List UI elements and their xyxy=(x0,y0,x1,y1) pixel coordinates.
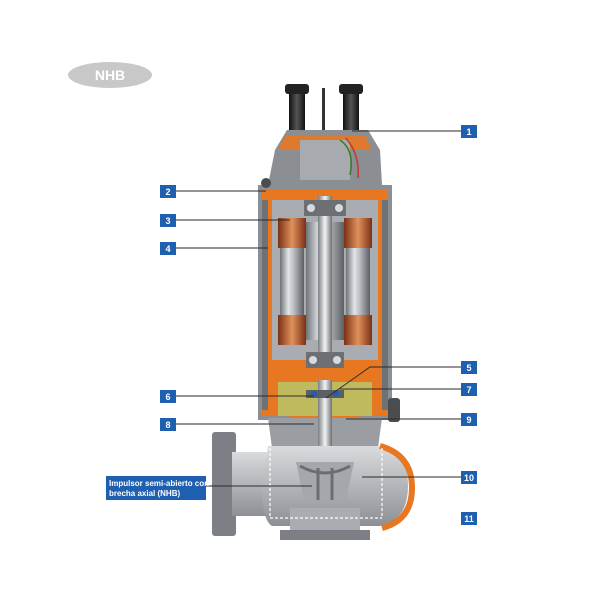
callout-3: 3 xyxy=(160,214,176,227)
callout-labels: 1 2 3 4 5 6 7 8 9 10 11 xyxy=(160,125,477,525)
callout-box-3 xyxy=(160,214,176,227)
callout-box-7 xyxy=(461,383,477,396)
callout-number-3: 3 xyxy=(165,216,170,226)
caption-line-1: Impulsor semi-abierto con xyxy=(109,479,209,488)
callout-number-9: 9 xyxy=(466,415,471,425)
callout-number-2: 2 xyxy=(165,187,170,197)
callout-box-5 xyxy=(461,361,477,374)
callout-1: 1 xyxy=(461,125,477,138)
callout-11: 11 xyxy=(461,512,477,525)
stator-winding-top-right xyxy=(344,218,372,248)
callout-box-10 xyxy=(461,471,477,484)
callout-box-4 xyxy=(160,242,176,255)
stator-winding-bottom-right xyxy=(344,315,372,345)
callout-box-6 xyxy=(160,390,176,403)
stator-winding-top-left xyxy=(278,218,306,248)
power-cable-right xyxy=(343,88,359,140)
callout-number-5: 5 xyxy=(466,363,471,373)
impeller-caption: Impulsor semi-abierto con brecha axial (… xyxy=(106,476,209,500)
callout-10: 10 xyxy=(461,471,477,484)
caption-line-2: brecha axial (NHB) xyxy=(109,489,180,498)
upper-mechanical-seal xyxy=(306,390,344,398)
callout-box-11 xyxy=(461,512,477,525)
callout-4: 4 xyxy=(160,242,176,255)
brand-badge: NHB xyxy=(68,62,152,88)
pump-illustration xyxy=(212,84,416,540)
callout-7: 7 xyxy=(461,383,477,396)
callout-number-11: 11 xyxy=(464,514,474,524)
callout-2: 2 xyxy=(160,185,176,198)
callout-number-6: 6 xyxy=(165,392,170,402)
callout-box-2 xyxy=(160,185,176,198)
upper-bearing xyxy=(304,200,346,216)
stator-winding-bottom-left xyxy=(278,315,306,345)
callout-5: 5 xyxy=(461,361,477,374)
discharge-flange xyxy=(212,432,236,536)
brand-badge-label: NHB xyxy=(95,67,125,83)
callout-box-9 xyxy=(461,413,477,426)
callout-number-8: 8 xyxy=(165,420,170,430)
leader-line-5 xyxy=(325,366,461,399)
lifting-rod xyxy=(322,88,325,148)
callout-box-1 xyxy=(461,125,477,138)
callout-8: 8 xyxy=(160,418,176,431)
callout-number-4: 4 xyxy=(165,244,170,254)
callout-6: 6 xyxy=(160,390,176,403)
callout-box-8 xyxy=(160,418,176,431)
callout-number-10: 10 xyxy=(464,473,474,483)
callout-9: 9 xyxy=(461,413,477,426)
power-cable-left xyxy=(289,88,305,140)
callout-number-1: 1 xyxy=(466,127,471,137)
leader-lines xyxy=(176,130,461,487)
lower-bearing xyxy=(306,352,344,368)
callout-number-7: 7 xyxy=(466,385,471,395)
